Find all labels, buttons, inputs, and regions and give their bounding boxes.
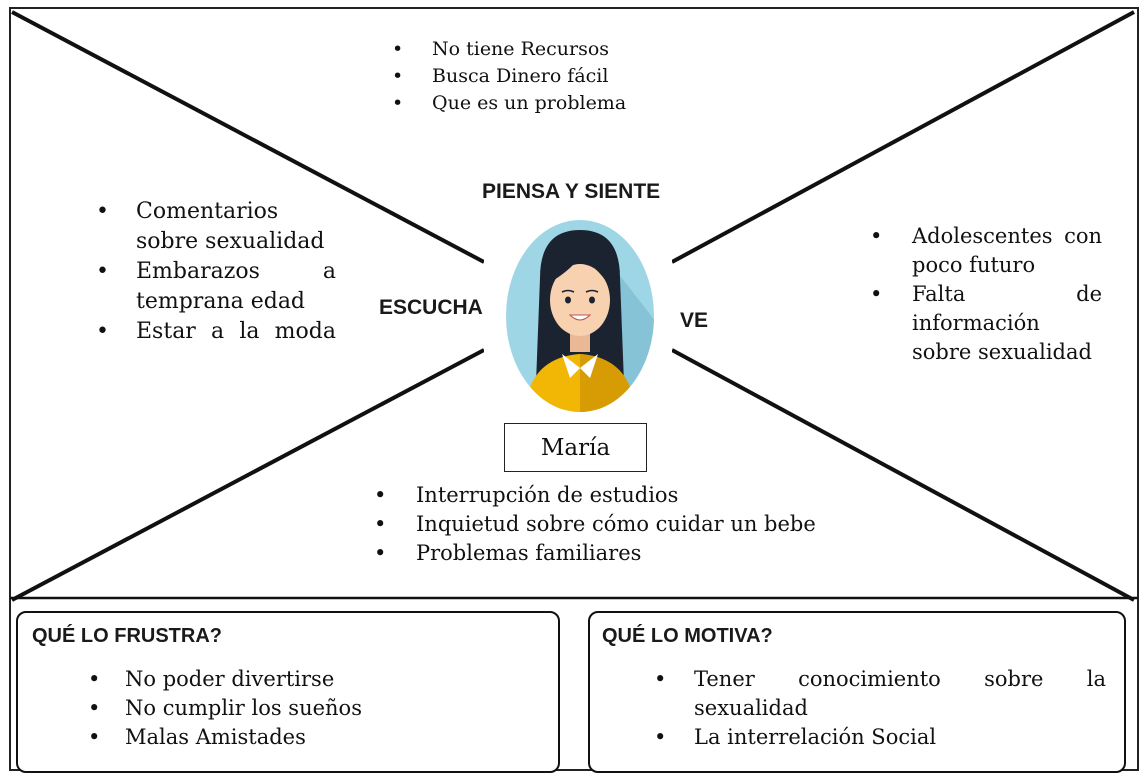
diagonal-bottom-right: [671, 348, 1135, 602]
persona-avatar: [484, 208, 672, 423]
diagonal-top-right: [671, 10, 1135, 264]
label-piensa-y-siente: PIENSA Y SIENTE: [482, 180, 661, 203]
piensa-siente-list: No tiene Recursos Busca Dinero fácil Que…: [392, 36, 626, 117]
woman-avatar-icon: [506, 220, 654, 412]
list-item: La interrelación Social: [654, 723, 1106, 752]
list-item: No cumplir los sueños: [88, 694, 362, 723]
list-item: No tiene Recursos: [392, 36, 626, 63]
list-item: Problemas familiares: [374, 539, 816, 568]
list-item: Estar a la moda: [92, 317, 336, 347]
outer-border: [9, 7, 1139, 771]
diagonal-top-left: [11, 10, 485, 264]
list-item: Malas Amistades: [88, 723, 362, 752]
list-item: No poder divertirse: [88, 665, 362, 694]
motiva-panel: QUÉ LO MOTIVA? Tener conocimiento sobre …: [588, 611, 1126, 773]
label-ve: VE: [680, 309, 709, 332]
persona-name: María: [504, 423, 647, 472]
diagonal-bottom-left: [11, 348, 485, 602]
frustra-title: QUÉ LO FRUSTRA?: [32, 625, 222, 647]
list-item: Busca Dinero fácil: [392, 63, 626, 90]
frustra-panel: QUÉ LO FRUSTRA? No poder divertirse No c…: [16, 611, 560, 773]
hace-list: Interrupción de estudios Inquietud sobre…: [374, 481, 816, 568]
label-escucha: ESCUCHA: [379, 296, 483, 319]
list-item: Que es un problema: [392, 90, 626, 117]
frustra-list: No poder divertirse No cumplir los sueño…: [88, 665, 362, 752]
list-item: Inquietud sobre cómo cuidar un bebe: [374, 510, 816, 539]
motiva-title: QUÉ LO MOTIVA?: [602, 625, 773, 647]
list-item: Interrupción de estudios: [374, 481, 816, 510]
